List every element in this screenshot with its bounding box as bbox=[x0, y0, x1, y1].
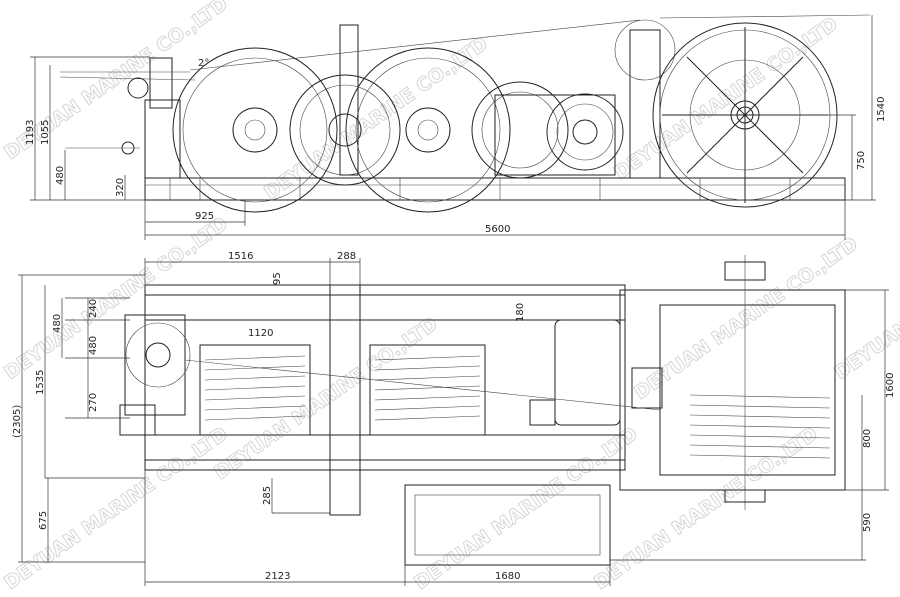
dim-column-overhang: 285 bbox=[262, 486, 273, 505]
storage-reel-plan bbox=[659, 304, 836, 476]
traction-drum-1 bbox=[172, 47, 338, 213]
dim-gearbox-depth: 590 bbox=[862, 513, 873, 532]
dim-overall-width: (2305) bbox=[12, 405, 23, 438]
fairlead-unit bbox=[124, 314, 186, 416]
plan-view: 1516 288 95 1120 480 240 480 1535 270 (2… bbox=[12, 251, 896, 586]
dim-motor-spacing: 180 bbox=[515, 303, 526, 322]
traction-drum-1-plan bbox=[199, 344, 311, 436]
gear-4 bbox=[546, 93, 624, 171]
dim-frame-width: 1535 bbox=[35, 370, 46, 395]
dim-reel-frame-width: 1600 bbox=[885, 373, 896, 398]
dim-lower-guide-height: 480 bbox=[55, 166, 66, 185]
dim-gearbox-overhang: 675 bbox=[38, 511, 49, 530]
watermark: DEYUAN MARINE CO.,LTD bbox=[610, 13, 841, 184]
gearbox-housing bbox=[494, 94, 616, 176]
watermark: DEYUAN MARINE CO.,LTD bbox=[630, 233, 861, 404]
side-view: 2° bbox=[25, 14, 887, 240]
base-frame bbox=[144, 177, 846, 201]
spooler-head bbox=[614, 19, 676, 81]
motor bbox=[554, 319, 621, 426]
angle-label: 2° bbox=[198, 58, 209, 69]
dim-first-drum-offset: 925 bbox=[195, 211, 214, 222]
traction-drum-2 bbox=[345, 47, 511, 213]
dim-spacing-480-b: 480 bbox=[88, 336, 99, 355]
fairlead-column bbox=[144, 99, 181, 179]
spooler-plan bbox=[631, 367, 663, 409]
watermark: DEYUAN MARINE CO.,LTD bbox=[0, 423, 231, 594]
dim-drum-length: 1120 bbox=[248, 328, 273, 339]
dim-gearbox-offset: 2123 bbox=[265, 571, 290, 582]
dim-base-height: 320 bbox=[115, 178, 126, 197]
fairlead-head bbox=[149, 57, 173, 109]
fairlead-roller bbox=[127, 77, 149, 99]
gearbox-plan bbox=[404, 484, 611, 566]
gear-3 bbox=[471, 81, 569, 179]
dim-drum-section-length: 1516 bbox=[228, 251, 253, 262]
dim-reel-drum-width: 800 bbox=[862, 429, 873, 448]
dim-spacing-270: 270 bbox=[88, 393, 99, 412]
watermark: DEYUAN MARINE CO.,LTD bbox=[0, 213, 231, 384]
traction-drum-2-plan bbox=[369, 344, 486, 436]
dim-overall-length: 5600 bbox=[485, 224, 510, 235]
spooler-column bbox=[629, 29, 661, 179]
main-frame bbox=[144, 284, 626, 471]
dim-column-width: 288 bbox=[337, 251, 356, 262]
dim-gearbox-length: 1680 bbox=[495, 571, 520, 582]
dim-offset-95: 95 bbox=[272, 272, 283, 285]
dim-fairlead-height: 1055 bbox=[40, 120, 51, 145]
dim-overall-height: 1193 bbox=[25, 120, 36, 145]
dim-reel-axis-height: 750 bbox=[856, 151, 867, 170]
center-column bbox=[339, 24, 359, 176]
dim-spacing-240: 240 bbox=[88, 299, 99, 318]
dim-spacing-480-a: 480 bbox=[52, 314, 63, 333]
dim-reel-height: 1540 bbox=[876, 97, 887, 122]
center-column-plan bbox=[329, 284, 361, 516]
